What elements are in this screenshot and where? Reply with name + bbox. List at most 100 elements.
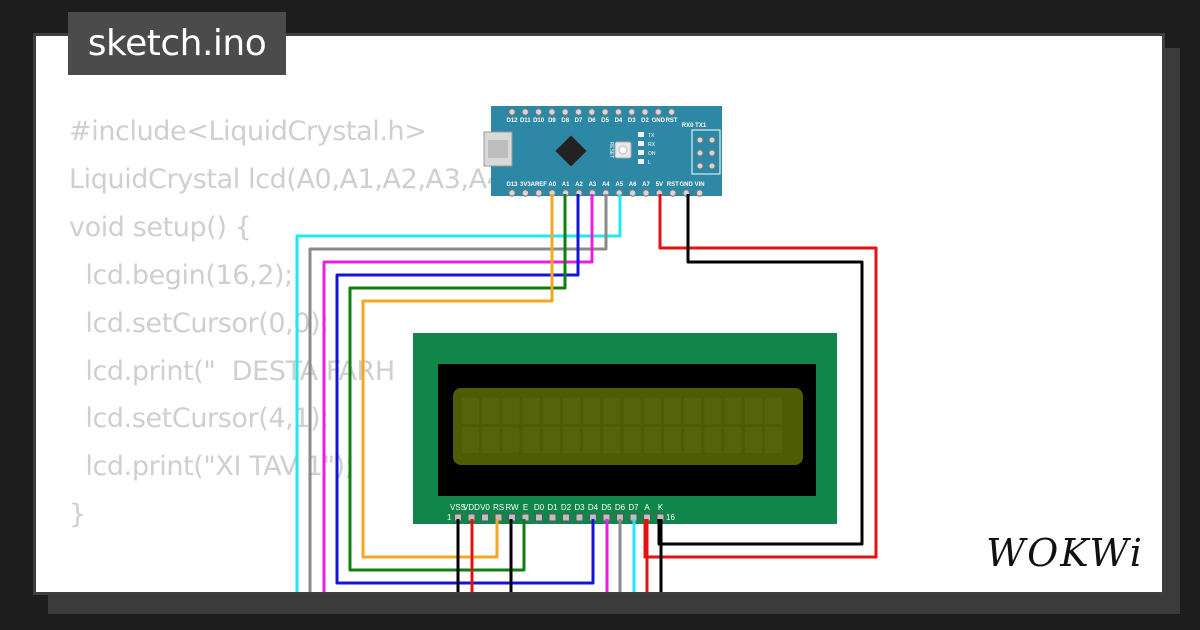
lcd-cell: [502, 398, 520, 424]
lcd-pin-label: D1: [547, 503, 558, 512]
nano-pcb: [491, 106, 722, 196]
pin-d9[interactable]: [548, 108, 556, 116]
lcd-cell: [603, 398, 621, 424]
icsp-pin: [708, 136, 716, 144]
lcd-pin-label: A: [644, 503, 650, 512]
lcd-cell: [462, 398, 479, 424]
lcd-pin-label: RW: [505, 503, 519, 512]
top-pin-label: D9: [548, 118, 556, 124]
lcd-cell: [542, 398, 560, 424]
bottom-pin-label: A0: [548, 182, 556, 188]
led-rx: [638, 141, 644, 146]
lcd-cell: [704, 398, 722, 424]
top-pin-label: D6: [588, 118, 596, 124]
icsp-pin: [696, 162, 704, 170]
pin-d3[interactable]: [628, 108, 636, 116]
bottom-pin-label: AREF: [531, 182, 548, 188]
lcd-cell: [462, 427, 479, 453]
led-label: ON: [648, 151, 656, 157]
top-pin-label: D4: [615, 118, 623, 124]
bottom-pin-label: VIN: [695, 182, 705, 188]
lcd-cell: [603, 427, 621, 453]
lcd-pin-label: RS: [493, 503, 504, 512]
wires: [295, 194, 878, 630]
wire-a5-d7[interactable]: [295, 194, 622, 630]
wire-gnd[interactable]: [657, 194, 864, 546]
lcd-cell: [522, 427, 540, 453]
reset-button-cap: [618, 145, 628, 155]
lcd-cell: [583, 427, 601, 453]
lcd-cell: [643, 427, 661, 453]
pin-3v3[interactable]: [521, 189, 530, 197]
lcd-cell: [542, 427, 560, 453]
code-line: }: [69, 499, 86, 531]
wire-a4-d6[interactable]: [308, 194, 608, 630]
top-pin-label: D2: [641, 118, 649, 124]
wire-a2-d4[interactable]: [335, 194, 595, 585]
lcd-cell: [724, 427, 742, 453]
pin-d10[interactable]: [534, 108, 543, 116]
pin-a7[interactable]: [642, 189, 650, 197]
bottom-pin-label: 5V: [656, 182, 663, 188]
wire-a1-e[interactable]: [348, 194, 567, 572]
icsp-header: [691, 129, 721, 175]
lcd-pin-d0[interactable]: [535, 513, 543, 522]
lcd-pin-d2[interactable]: [562, 513, 570, 522]
lcd-pin-label: V0: [480, 503, 490, 512]
lcd-pin-d1[interactable]: [548, 513, 557, 522]
pin-d6[interactable]: [588, 108, 596, 116]
wire-5v[interactable]: [643, 194, 878, 559]
led-on: [638, 150, 644, 155]
pin-d12[interactable]: [508, 108, 516, 116]
lcd-pin-v0[interactable]: [481, 513, 489, 522]
lcd-pin-label: VDD: [463, 503, 480, 512]
bottom-pin-label: A3: [589, 182, 597, 188]
pin-d8[interactable]: [561, 108, 569, 116]
led-label: RX: [648, 142, 656, 148]
pin-d7[interactable]: [574, 108, 583, 116]
bottom-pin-label: A2: [575, 182, 583, 188]
pin-aref[interactable]: [535, 189, 543, 197]
pin-d13[interactable]: [508, 189, 516, 197]
bottom-pin-label: D13: [506, 182, 518, 188]
pin-d5[interactable]: [601, 108, 609, 116]
top-pin-label: D12: [506, 118, 518, 124]
pin-d11[interactable]: [521, 108, 529, 116]
led-tx: [638, 132, 644, 137]
top-pin-label: D3: [628, 118, 636, 124]
pin-a6[interactable]: [628, 189, 637, 197]
top-pin-label: D5: [601, 118, 609, 124]
lcd-cell: [765, 427, 782, 453]
pin-d2[interactable]: [641, 108, 649, 116]
wire-a0-rs[interactable]: [361, 194, 554, 559]
top-pin-holes[interactable]: [508, 108, 676, 116]
lcd-pin-d3[interactable]: [575, 513, 584, 522]
lcd-cell: [684, 427, 702, 453]
pin-gnd[interactable]: [654, 108, 662, 116]
code-line: #include<LiquidCrystal.h>: [69, 116, 427, 147]
wire-a3-d5[interactable]: [322, 194, 594, 630]
lcd-character-cells: [462, 398, 782, 453]
wokwi-logo-text: WOKWi: [986, 531, 1144, 575]
lcd-cell: [744, 427, 762, 453]
bottom-pin-label: RST: [667, 182, 679, 188]
lcd-pin-label: D2: [561, 503, 572, 512]
pin-rst[interactable]: [669, 189, 677, 197]
led-l: [638, 159, 644, 164]
top-pin-label: D7: [575, 118, 583, 124]
file-name-tab[interactable]: sketch.ino: [68, 12, 286, 75]
bottom-pin-label: GND: [680, 182, 694, 188]
pin-rst[interactable]: [667, 108, 676, 116]
lcd-cell: [664, 427, 681, 453]
pin-vin[interactable]: [695, 189, 704, 197]
reset-label: RESET: [608, 142, 614, 159]
icsp-pin: [708, 162, 716, 170]
lcd-cell: [583, 398, 601, 424]
pin-d4[interactable]: [614, 108, 623, 116]
